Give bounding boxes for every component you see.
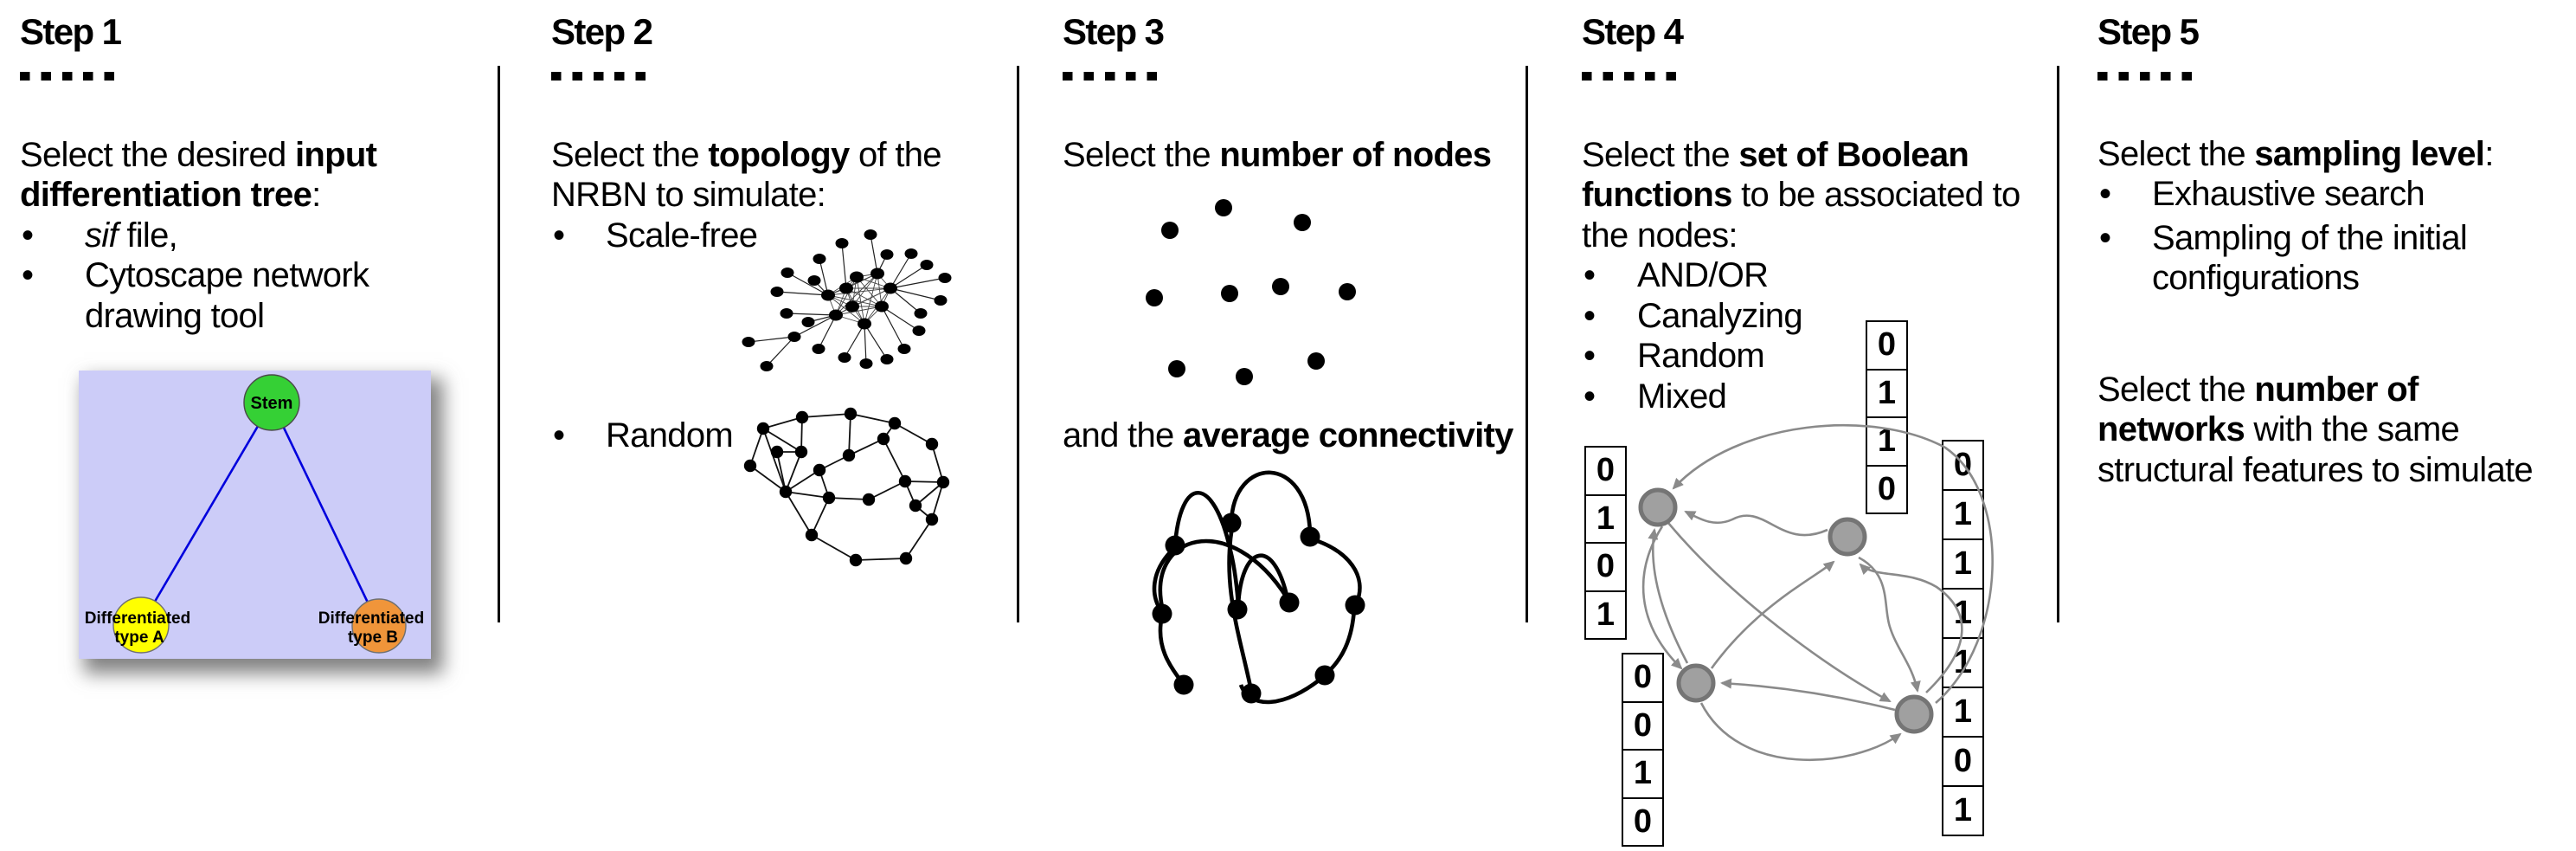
svg-text:type B: type B	[348, 629, 398, 647]
svg-text:Stem: Stem	[251, 394, 293, 413]
svg-text:type A: type A	[114, 629, 164, 647]
svg-text:Differentiated: Differentiated	[318, 609, 424, 628]
svg-text:Differentiated: Differentiated	[85, 609, 190, 628]
